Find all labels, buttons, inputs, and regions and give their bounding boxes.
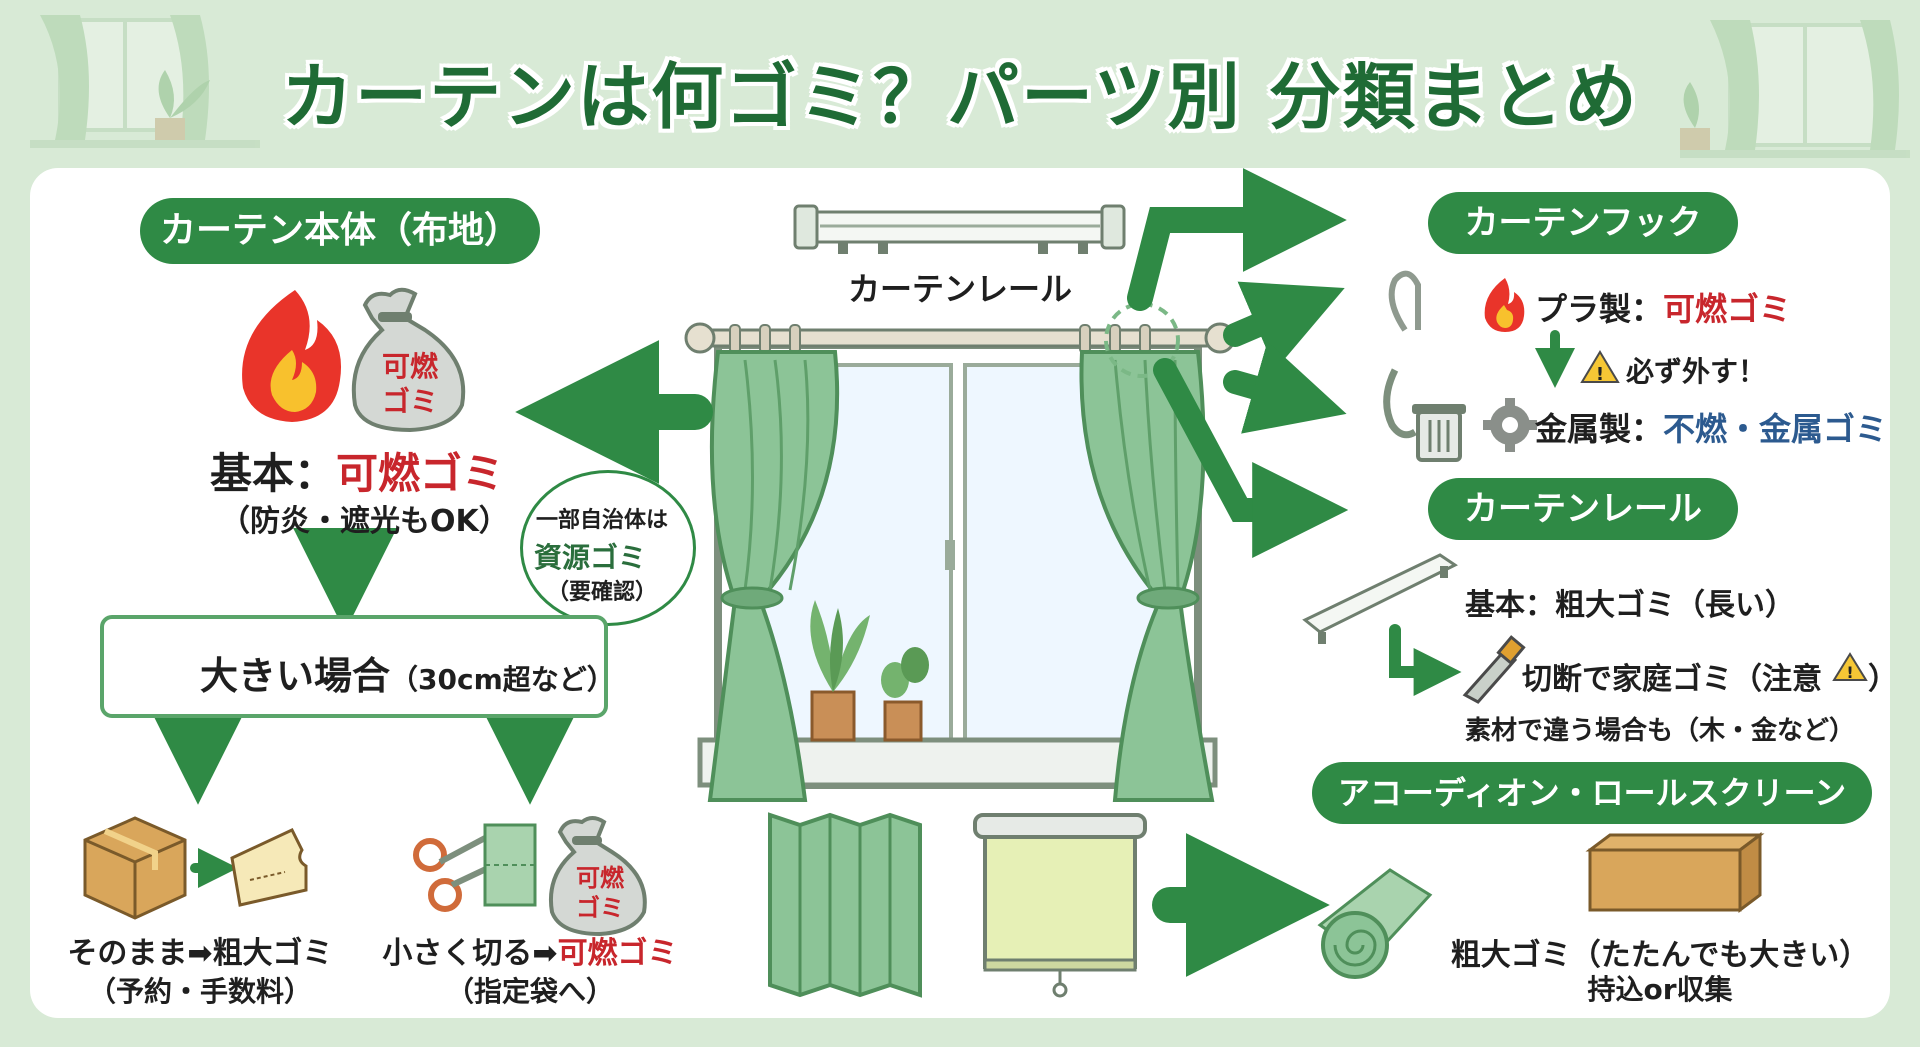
bubble-line2: 資源ゴミ [533, 541, 646, 574]
large-case-note: （30cm超など） [390, 663, 615, 696]
large-case-label: 大きい場合 [200, 654, 391, 698]
hook-metal-value: 不燃・金属ゴミ [1663, 410, 1888, 448]
hook-plastic-line: プラ製：可燃ゴミ [1535, 284, 1791, 330]
rail-bar-icon [1302, 553, 1458, 644]
flow-arrows [146, 168, 1349, 977]
fire-icon [242, 290, 342, 422]
saw-icon [1462, 635, 1526, 704]
small-arrows [190, 330, 1575, 888]
accordion-curtain-icon [768, 812, 922, 998]
small-bag-label-2: ゴミ [576, 894, 624, 922]
recycle-bubble [520, 470, 696, 626]
trash-can-icon [1412, 404, 1466, 462]
rail-cut-close: ） [1868, 662, 1898, 697]
hook-highlight-circle [1104, 302, 1180, 378]
option1-value: 粗大ゴミ [212, 936, 333, 971]
rail-cut: 切断で家庭ゴミ（注意 [1522, 662, 1822, 697]
garbage-bag-small-icon [549, 816, 647, 937]
ticket-icon [230, 828, 308, 907]
fabric-piece-icon [483, 823, 537, 907]
option1-prefix: そのまま➡ [67, 936, 213, 971]
small-bag-label-1: 可燃 [576, 864, 624, 892]
rolled-screen-icon [1317, 868, 1433, 979]
svg-text:!: ! [1596, 364, 1604, 385]
hook-metal-prefix: 金属製： [1535, 410, 1664, 448]
svg-text:!: ! [1846, 663, 1853, 682]
gear-icon [1483, 398, 1537, 452]
curtain-rail-icon [793, 204, 1126, 254]
rail-material: 素材で違う場合も（木・金など） [1465, 716, 1856, 746]
option1-line: そのまま➡粗大ゴミ [50, 928, 350, 972]
page-title: カーテンは何ゴミ？パーツ別 分類まとめ [281, 55, 1639, 139]
large-case-text: 大きい場合（30cm超など） [200, 645, 615, 700]
window-illustration-left [30, 15, 260, 148]
hook-metal-icon [1383, 368, 1417, 439]
option2-value: 可燃ゴミ [557, 936, 678, 971]
cardboard-box-icon [83, 816, 187, 920]
bubble-line1: 一部自治体は [535, 508, 668, 533]
basic-burnable: 基本：可燃ゴミ [210, 440, 504, 501]
bag-label-2: ゴミ [381, 385, 438, 418]
option1-note: （予約・手数料） [87, 975, 312, 1008]
bag-label-1: 可燃 [381, 350, 438, 383]
flat-box-icon [1585, 832, 1765, 913]
roll-screen-icon [973, 813, 1147, 998]
option2-prefix: 小さく切る➡ [382, 936, 558, 971]
hook-warning: 必ず外す！ [1626, 355, 1767, 388]
curtain-fabric-icon [707, 350, 1215, 802]
warning-icon: ! [1580, 350, 1620, 385]
hook-metal-line: 金属製：不燃・金属ゴミ [1535, 404, 1887, 450]
screen-line2: 持込or収集 [1587, 973, 1733, 1006]
fire-small-icon [1484, 278, 1525, 332]
curtain-rod-icon [684, 322, 1236, 354]
rail-basic: 基本：粗大ゴミ（長い） [1465, 588, 1795, 623]
garbage-bag-icon [351, 287, 466, 433]
header-curtain-body: カーテン本体（布地） [140, 198, 540, 264]
large-case-box [100, 615, 608, 718]
header-screen: アコーディオン・ロールスクリーン [1312, 762, 1872, 824]
option2-note: （指定袋へ） [445, 975, 614, 1008]
bubble-line3: （要確認） [546, 580, 657, 605]
window-illustration-right [1680, 20, 1910, 158]
basic-value: 可燃ゴミ [336, 449, 505, 498]
rail-label: カーテンレール [848, 270, 1073, 308]
basic-prefix: 基本： [210, 449, 337, 498]
option2-line: 小さく切る➡可燃ゴミ [360, 928, 700, 972]
hook-plastic-icon [1388, 270, 1421, 332]
header-curtain-rail: カーテンレール [1428, 478, 1738, 540]
hook-plastic-prefix: プラ製： [1535, 290, 1664, 328]
warning-small-icon: ! [1832, 652, 1868, 682]
screen-line1: 粗大ゴミ（たたんでも大きい） [1450, 938, 1870, 973]
hook-plastic-value: 可燃ゴミ [1663, 290, 1792, 328]
header-curtain-hook: カーテンフック [1428, 192, 1738, 254]
basic-note: （防炎・遮光もOK） [220, 504, 509, 539]
